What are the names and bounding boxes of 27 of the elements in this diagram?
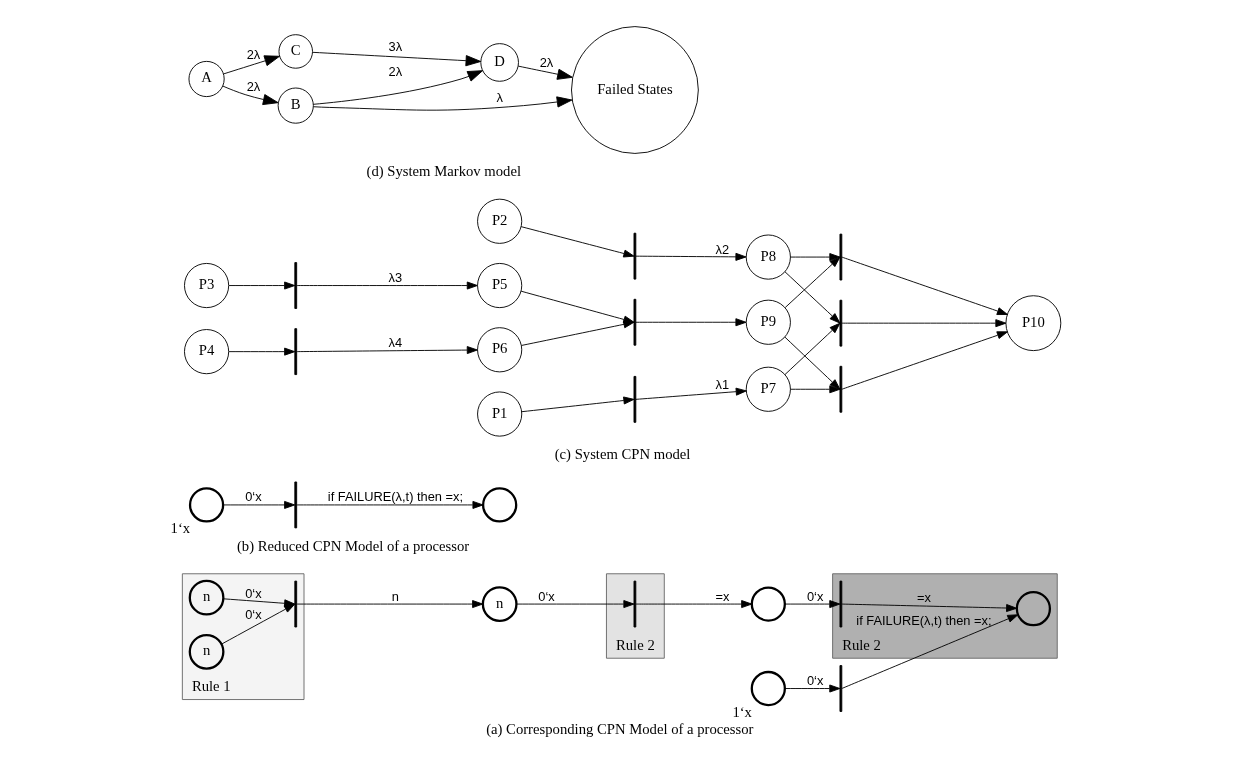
edge-label: λ2 (715, 241, 730, 257)
edge-label: 2λ (246, 79, 261, 95)
edge-label: 0‘x (245, 606, 262, 622)
edge-label: 2λ (246, 46, 261, 62)
label: (b) Reduced CPN Model of a processor (236, 537, 470, 554)
edge-label: 3λ (388, 38, 403, 54)
edge-label: if FAILURE(λ,t) then =x; (327, 489, 464, 505)
node-label: 1‘x (732, 703, 752, 720)
label: (a) Corresponding CPN Model of a processor (486, 721, 754, 738)
edge-label: n (391, 588, 400, 604)
edge-label: =x (916, 589, 931, 605)
edge-label: 2λ (388, 63, 403, 79)
edge-label: if FAILURE(λ,t) then =x; (856, 613, 992, 629)
edge-label: 0‘x (806, 588, 824, 604)
edge-label: λ1 (715, 377, 730, 393)
edge-label: 0‘x (538, 588, 555, 604)
edge-label: =x (715, 588, 730, 604)
edge-label: 0‘x (245, 489, 262, 505)
edge-label: 0‘x (245, 585, 262, 601)
edge-label: 2λ (539, 55, 554, 71)
label: (c) System CPN model (554, 445, 691, 462)
edge-label: λ (496, 90, 503, 106)
edge-label: 0‘x (806, 673, 824, 689)
node-label: 1‘x (170, 520, 191, 537)
label: (d) System Markov model (366, 163, 522, 180)
edge-label: λ4 (388, 335, 403, 351)
edge-label: λ3 (388, 270, 403, 286)
